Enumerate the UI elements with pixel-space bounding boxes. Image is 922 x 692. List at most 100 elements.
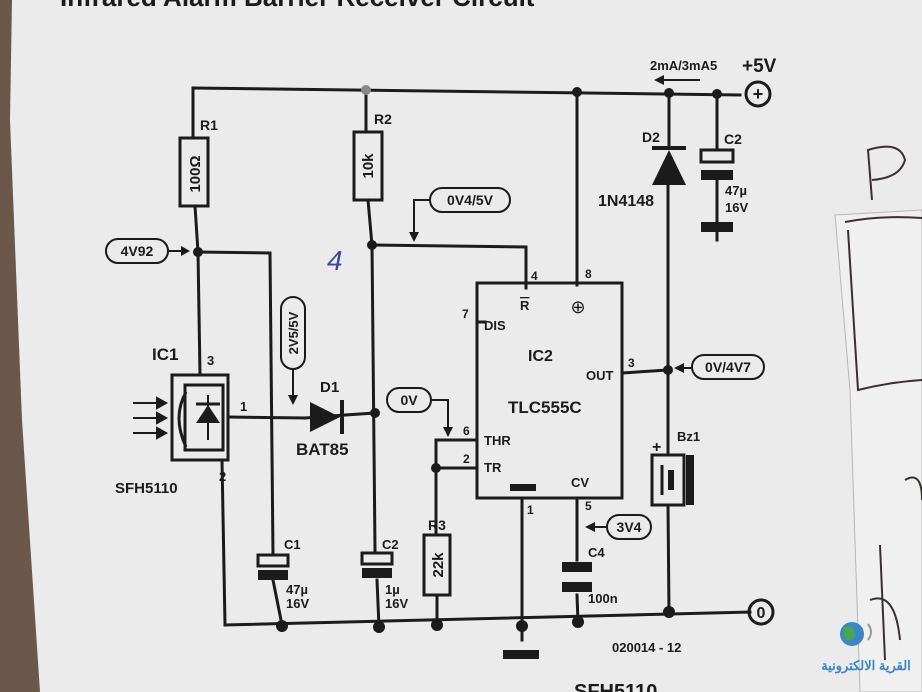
ic1-pin2: 2	[219, 469, 226, 484]
c2-left-ref: C2	[382, 537, 399, 552]
voltage-tag-pointer	[413, 199, 430, 236]
voltage-tag-text-0v: 0V	[400, 392, 418, 408]
d1-diode	[310, 400, 344, 434]
c4-capacitor	[562, 562, 592, 592]
voltage-tag-pointer	[431, 399, 449, 430]
ic1-pin3: 3	[207, 353, 214, 368]
r2-value: 10k	[360, 153, 377, 179]
voltage-tag-text-0v-4v7: 0V/4V7	[705, 359, 751, 375]
schematic-title: Infrared Alarm Barrier Receiver Circuit	[60, 0, 535, 12]
r1-ref: R1	[200, 117, 218, 133]
ic2-dis-label: DIS	[484, 318, 506, 333]
r3-value: 22k	[430, 552, 447, 578]
d1-ref: D1	[320, 379, 339, 396]
watermark-text: القرية الالكترونية	[821, 658, 911, 674]
plus-terminal	[744, 80, 772, 108]
second-sheet	[834, 209, 922, 692]
ic2-vcc-symbol: ⊕	[570, 297, 585, 317]
r2-ref: R2	[374, 111, 392, 127]
paper-sheet	[10, 0, 922, 692]
c2-right-capacitor	[699, 148, 735, 232]
ic2-reset-label: R	[520, 298, 530, 313]
handwritten-sketch	[844, 145, 922, 661]
current-arrow-head	[654, 75, 664, 85]
voltage-tag-text-2v5-5v: 2V5/5V	[286, 311, 301, 354]
c2-right-ref: C2	[724, 131, 742, 147]
ic2-pin-1: 1	[527, 503, 534, 517]
ic2-thr-label: THR	[484, 433, 511, 448]
node-dot	[367, 240, 377, 250]
voltage-tag-text-0v4-5v: 0V4/5V	[447, 192, 494, 208]
tag-arrowhead	[585, 522, 595, 532]
node-dot	[663, 606, 675, 618]
d2-value: 1N4148	[598, 193, 654, 210]
supply-current-label: 2mA/3mA5	[650, 58, 717, 73]
ic2-pin-7: 7	[462, 307, 469, 321]
node-dot	[276, 620, 288, 632]
infrared-arrows	[133, 396, 169, 440]
ic2-tr-label: TR	[484, 460, 502, 475]
node-dot	[572, 616, 584, 628]
ic2-pin-6: 6	[463, 424, 470, 438]
c2-right-voltage: 16V	[725, 200, 748, 215]
voltage-tag-text-3v4: 3V4	[617, 519, 642, 535]
node-dot	[373, 621, 385, 633]
ic2-pin-4: 4	[531, 269, 538, 283]
c1-capacitor	[256, 553, 290, 580]
c2-left-capacitor	[360, 551, 394, 578]
buzzer-plus: +	[652, 439, 661, 456]
ic2-part: TLC555C	[508, 398, 582, 417]
c4-value: 100n	[588, 591, 618, 606]
figure-number: 020014 - 12	[612, 640, 681, 655]
c2-right-value: 47µ	[725, 183, 747, 198]
c2-left-voltage: 16V	[385, 596, 408, 611]
node-dot	[193, 247, 203, 257]
ic2-cv-label: CV	[571, 475, 589, 490]
ic2-ref: IC2	[528, 348, 553, 365]
d2-diode	[652, 146, 686, 185]
c1-voltage: 16V	[286, 596, 309, 611]
node-dot	[663, 365, 673, 375]
tag-arrowhead	[181, 246, 190, 256]
ic2-out-label: OUT	[586, 368, 614, 383]
c1-value: 47µ	[286, 582, 308, 597]
ic2-pin-2: 2	[463, 452, 470, 466]
ic1-pin1: 1	[240, 399, 247, 414]
ground-terminal-symbol: 0	[757, 605, 766, 622]
watermark-logo	[840, 622, 872, 646]
supply-voltage-label: +5V	[742, 56, 777, 77]
bottom-cut-text: SFH5110	[574, 681, 657, 692]
ic1-receiver	[177, 383, 225, 452]
node-dot	[664, 88, 674, 98]
tag-arrowhead	[674, 363, 684, 373]
node-dot	[572, 87, 582, 97]
node-dot	[361, 85, 371, 95]
ic1-part: SFH5110	[115, 480, 178, 497]
buzzer	[650, 453, 694, 507]
ic2-pin-3: 3	[628, 356, 635, 370]
buzzer-ref: Bz1	[677, 429, 700, 444]
d2-ref: D2	[642, 129, 660, 145]
voltage-tag-text-4v92: 4V92	[121, 243, 154, 259]
ic1-ref: IC1	[152, 345, 178, 364]
ground-symbol	[503, 650, 539, 659]
ground-terminal	[747, 598, 775, 626]
c2-left-value: 1µ	[385, 582, 400, 597]
ic2-pin-5: 5	[585, 499, 592, 513]
tag-arrowhead	[288, 395, 298, 405]
node-dot	[431, 463, 441, 473]
d1-value: BAT85	[296, 440, 349, 459]
tag-arrowhead	[443, 427, 453, 437]
plus-terminal-symbol: +	[753, 84, 764, 104]
node-dot	[712, 89, 722, 99]
node-dot	[370, 408, 380, 418]
ic2-ground-mark	[510, 484, 536, 491]
r3-ref: R3	[428, 517, 446, 533]
tag-arrowhead	[409, 232, 419, 242]
node-dot	[431, 619, 443, 631]
r1-value: 100Ω	[187, 155, 204, 192]
c4-ref: C4	[588, 545, 605, 560]
handwritten-mark: 4	[327, 245, 343, 276]
ic2-pin-8: 8	[585, 267, 592, 281]
